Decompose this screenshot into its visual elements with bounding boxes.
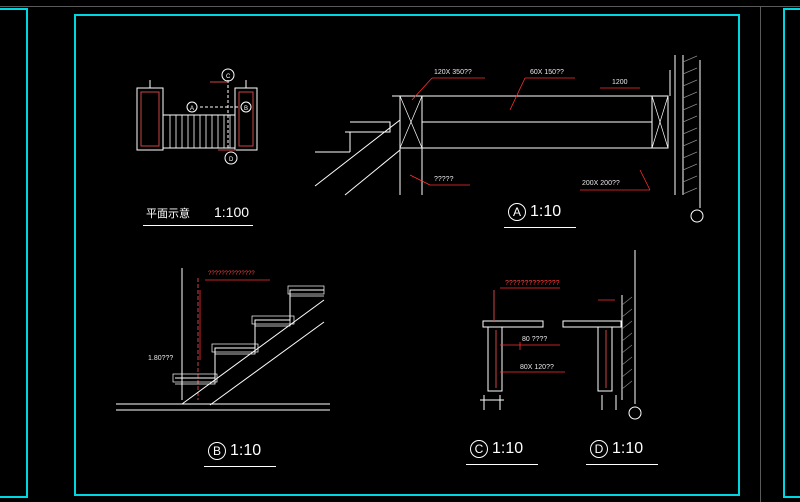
detail-b-drawing xyxy=(116,268,330,411)
detail-c-drawing xyxy=(480,290,544,410)
svg-text:C: C xyxy=(226,74,231,80)
plan-marker-text: C A B D xyxy=(190,74,248,163)
detail-b-scale: 1:10 xyxy=(230,442,262,460)
detail-c-underline xyxy=(466,464,538,465)
detail-a-marker: A xyxy=(508,203,526,221)
svg-text:D: D xyxy=(229,157,234,163)
detail-d-scale: 1:10 xyxy=(612,440,644,458)
left-sheet-frame xyxy=(0,8,28,498)
note-a-top-left: 120X 350?? xyxy=(434,69,472,76)
note-b-height: 1.80??? xyxy=(148,355,174,362)
detail-d-drawing xyxy=(562,250,642,420)
detail-a-hatch xyxy=(682,55,698,195)
plan-title-underline xyxy=(143,225,253,226)
detail-a-underline xyxy=(504,227,576,228)
detail-a-drawing xyxy=(314,55,704,223)
plan-diagram xyxy=(136,68,258,165)
detail-b-marker: B xyxy=(208,442,226,460)
right-border-line xyxy=(760,6,761,502)
note-b-leader: ?????????????? xyxy=(208,271,255,277)
note-c-low: 80X 120?? xyxy=(520,364,554,371)
detail-a-scale: 1:10 xyxy=(530,203,562,221)
detail-a-leaders xyxy=(409,77,651,191)
svg-text:A: A xyxy=(190,106,194,112)
plan-title: 平面示意 xyxy=(146,208,190,220)
main-sheet-frame xyxy=(74,14,740,496)
detail-cd-leaders xyxy=(500,287,615,373)
detail-b-underline xyxy=(204,466,276,467)
detail-d-marker: D xyxy=(590,440,608,458)
note-c-top: ?????????????? xyxy=(505,280,560,287)
right-sheet-frame xyxy=(783,8,800,498)
top-border-line xyxy=(0,6,800,7)
note-a-small: 1200 xyxy=(612,79,628,86)
detail-b-leaders xyxy=(199,279,270,360)
detail-c-scale: 1:10 xyxy=(492,440,524,458)
plan-scale: 1:100 xyxy=(214,204,250,220)
detail-c-marker: C xyxy=(470,440,488,458)
note-c-mid: 80 ???? xyxy=(522,336,548,343)
note-a-bottom: ????? xyxy=(434,176,454,183)
detail-d-hatch xyxy=(621,296,633,390)
svg-text:B: B xyxy=(244,106,248,112)
note-a-top-mid: 60X 150?? xyxy=(530,69,564,76)
note-a-right: 200X 200?? xyxy=(582,180,620,187)
detail-d-underline xyxy=(586,464,658,465)
